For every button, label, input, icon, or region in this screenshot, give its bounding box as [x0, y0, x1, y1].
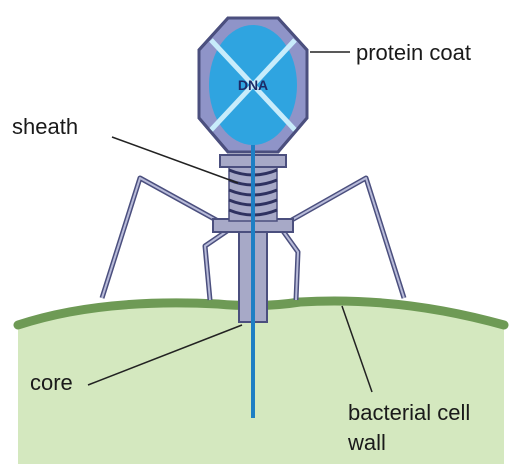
cell-wall-label-line1: bacterial cell — [348, 400, 470, 425]
core-label: core — [30, 370, 73, 395]
sheath-label: sheath — [12, 114, 78, 139]
tail-fibre-left-outer — [102, 178, 218, 298]
tail-fibre-right-outer — [290, 178, 404, 298]
cell-wall-label-line2: wall — [347, 430, 386, 455]
bacterial-cell — [18, 301, 504, 464]
protein-coat-label: protein coat — [356, 40, 471, 65]
dna-label: DNA — [238, 77, 268, 93]
